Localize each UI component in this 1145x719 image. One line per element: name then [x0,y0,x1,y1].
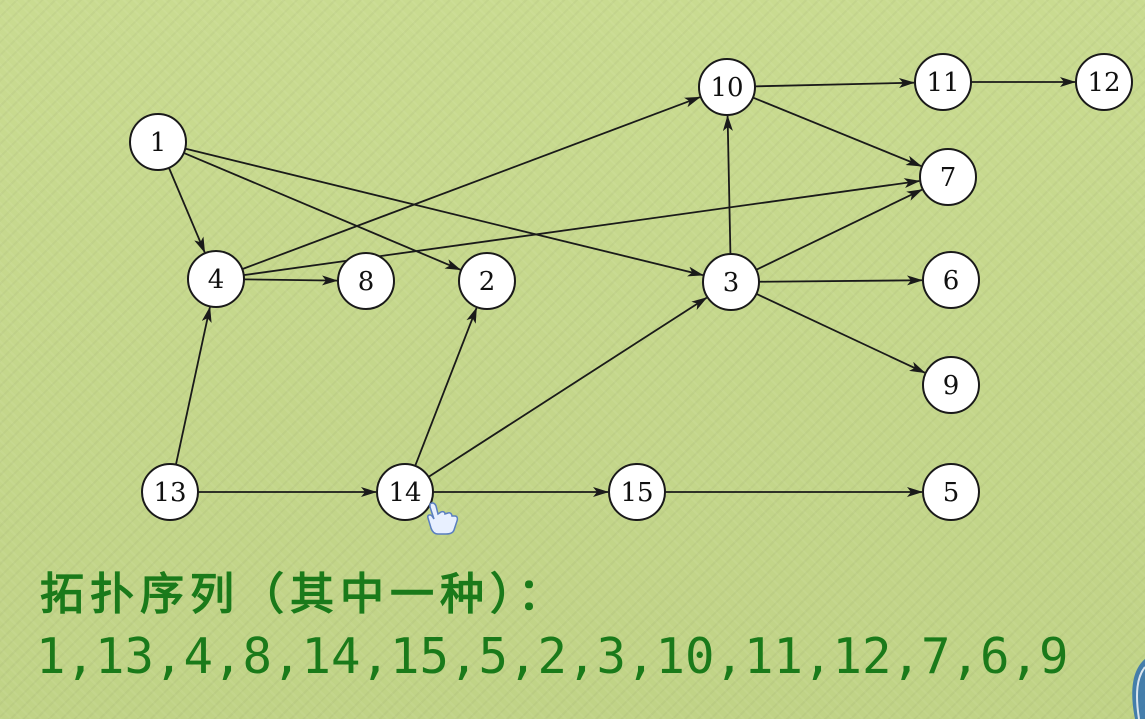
edge-1-2 [183,152,462,271]
node-3: 3 [702,253,760,311]
node-circle [608,463,666,521]
node-label: 3 [723,268,740,298]
node-label: 2 [479,267,496,297]
edge-4-10 [241,96,701,270]
node-label: 4 [208,265,225,295]
node-5: 5 [922,463,980,521]
node-15: 15 [608,463,666,521]
node-11: 11 [914,53,972,111]
edge-1-3 [184,147,704,277]
node-14: 14 [376,463,434,521]
node-circle [376,463,434,521]
edge-10-11 [754,78,916,89]
edge-3-6 [758,275,924,286]
node-label: 12 [1087,68,1120,98]
edge-13-4 [175,306,212,465]
edge-4-8 [243,275,339,286]
node-circle [914,53,972,111]
node-circle [922,463,980,521]
edge-1-4 [168,167,206,254]
node-label: 10 [710,73,743,103]
edge-3-9 [755,293,926,374]
node-13: 13 [141,463,199,521]
node-label: 11 [926,68,959,98]
node-circle [922,356,980,414]
edge-14-2 [414,307,478,467]
node-label: 13 [153,478,186,508]
node-circle [919,148,977,206]
node-label: 5 [943,478,960,508]
node-circle [698,58,756,116]
node-label: 7 [940,163,957,193]
edge-10-7 [752,96,923,167]
node-circle [458,252,516,310]
node-circle [187,250,245,308]
node-6: 6 [922,251,980,309]
node-4: 4 [187,250,245,308]
edges-layer [168,77,1076,497]
node-circle [702,253,760,311]
topological-sequence: 1,13,4,8,14,15,5,2,3,10,11,12,7,6,9 [36,628,1069,685]
node-label: 9 [943,371,960,401]
node-circle [922,251,980,309]
node-2: 2 [458,252,516,310]
node-7: 7 [919,148,977,206]
edge-3-10 [722,114,733,255]
node-label: 15 [620,478,653,508]
node-circle [129,113,187,171]
node-1: 1 [129,113,187,171]
node-circle [1075,53,1133,111]
node-8: 8 [337,252,395,310]
slide-corner-decoration [1132,659,1145,719]
edge-3-7 [755,188,923,271]
node-label: 6 [943,266,960,296]
node-label: 8 [358,267,375,297]
hand-pointer-icon [427,502,459,535]
edge-14-3 [428,296,708,478]
node-label: 1 [150,128,167,158]
node-9: 9 [922,356,980,414]
node-circle [337,252,395,310]
topological-order-caption: 拓扑序列（其中一种）： [40,569,568,620]
node-10: 10 [698,58,756,116]
node-12: 12 [1075,53,1133,111]
node-circle [141,463,199,521]
node-label: 14 [388,478,421,508]
